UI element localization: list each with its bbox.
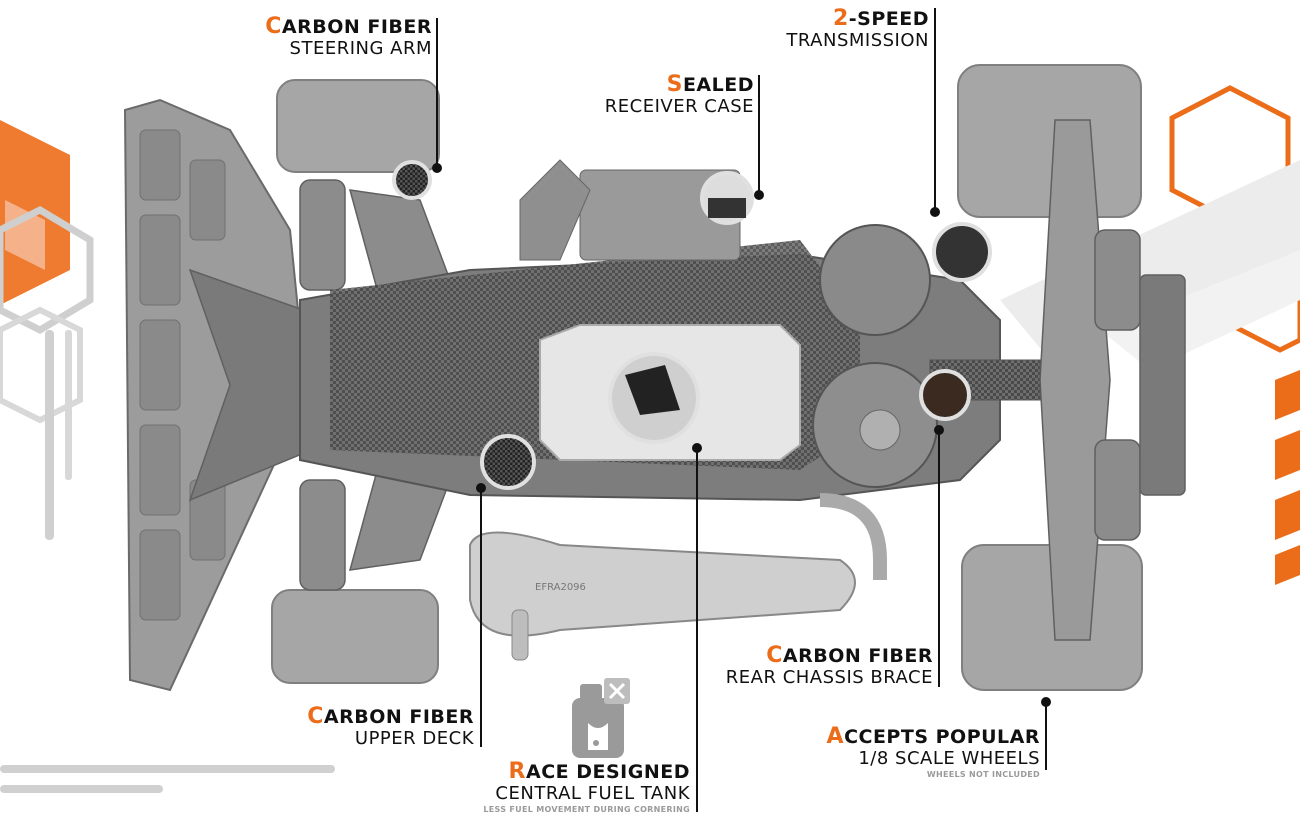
callout-subtitle: Rear Chassis Brace — [725, 667, 933, 688]
callout-title: 2-Speed — [832, 6, 929, 31]
callout-rear-brace: Carbon Fiber Rear Chassis Brace — [726, 645, 933, 687]
callout-subtitle: Central Fuel Tank — [495, 783, 690, 804]
callout-note: Wheels not included — [926, 770, 1040, 779]
fuel-tank-icon — [572, 678, 630, 758]
callout-title: Carbon Fiber — [265, 14, 432, 39]
callout-subtitle: Steering Arm — [289, 38, 432, 59]
callout-fuel-tank: Race Designed Central Fuel Tank Less fue… — [483, 761, 690, 814]
callout-title: Carbon Fiber — [307, 704, 474, 729]
callout-note: Less fuel movement during cornering — [483, 805, 690, 814]
callout-subtitle: Transmission — [786, 30, 929, 51]
front-wheels — [271, 79, 440, 684]
callout-receiver-case: Sealed Receiver Case — [605, 74, 754, 116]
pipe-marking: EFRA2096 — [535, 582, 586, 593]
callout-wheels: Accepts Popular 1/8 Scale Wheels Wheels … — [827, 726, 1040, 779]
callout-title: Race Designed — [508, 759, 690, 784]
callout-transmission: 2-Speed Transmission — [786, 8, 929, 50]
detail-bubbles — [392, 160, 992, 490]
callout-subtitle: Receiver Case — [604, 96, 754, 117]
leader-lines — [436, 8, 1047, 812]
callout-subtitle: 1/8 Scale Wheels — [858, 748, 1040, 769]
callout-title: Sealed — [666, 72, 754, 97]
callout-title: Carbon Fiber — [766, 643, 933, 668]
rear-structure — [1039, 119, 1186, 641]
leader-dots — [432, 163, 1051, 707]
callout-upper-deck: Carbon Fiber Upper Deck — [307, 706, 474, 748]
front-wing — [123, 98, 302, 692]
callout-steering-arm: Carbon Fiber Steering Arm — [265, 16, 432, 58]
callout-subtitle: Upper Deck — [354, 728, 474, 749]
callout-title: Accepts Popular — [826, 724, 1040, 749]
